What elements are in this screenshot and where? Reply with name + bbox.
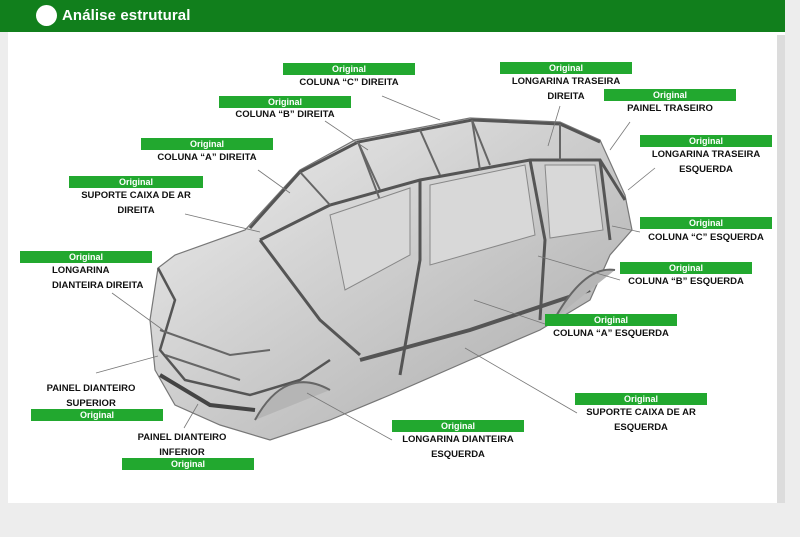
window-front-left <box>329 187 411 291</box>
leader-suporte-caixa-ar-direita <box>184 213 261 233</box>
label-coluna-b-esquerda: COLUNA “B” ESQUERDA <box>628 276 744 287</box>
pillar-b-left <box>398 180 422 376</box>
leader-longarina-dianteira-esquerda <box>306 392 393 441</box>
label-coluna-c-direita: COLUNA “C” DIREITA <box>299 77 399 88</box>
leader-coluna-a-esquerda <box>473 299 546 325</box>
leader-suporte-caixa-ar-esquerda <box>464 347 578 414</box>
leader-coluna-a-direita <box>257 169 291 194</box>
window-quarter-left <box>544 164 604 239</box>
leader-coluna-c-esquerda <box>611 225 641 233</box>
label-suporte-caixa-ar-esquerda: SUPORTE CAIXA DE AR ESQUERDA <box>586 407 696 433</box>
label-coluna-b-direita: COLUNA “B” DIREITA <box>235 109 335 120</box>
leader-longarina-traseira-direita <box>547 105 561 147</box>
roof-cross-members <box>299 119 561 206</box>
original-badge: Original <box>122 458 254 470</box>
original-badge: Original <box>20 251 152 263</box>
label-longarina-traseira-direita: LONGARINA TRASEIRA DIREITA <box>511 76 621 102</box>
label-coluna-c-esquerda: COLUNA “C” ESQUERDA <box>648 232 764 243</box>
original-badge: Original <box>69 176 203 188</box>
original-badge: Original <box>219 96 351 108</box>
original-badge: Original <box>500 62 632 74</box>
label-suporte-caixa-ar-direita: SUPORTE CAIXA DE AR DIREITA <box>81 190 191 216</box>
pillar-c-right <box>471 119 481 171</box>
side-sill <box>359 288 591 362</box>
leader-longarina-dianteira-direita <box>111 292 164 331</box>
leader-longarina-traseira-esquerda <box>627 167 656 191</box>
front-structure <box>156 267 331 397</box>
original-badge: Original <box>392 420 524 432</box>
original-badge: Original <box>640 135 772 147</box>
roof-rail-left <box>259 158 627 242</box>
rear-wheel-arch <box>554 268 616 319</box>
original-badge: Original <box>31 409 163 421</box>
label-painel-traseiro: PAINEL TRASEIRO <box>627 103 713 114</box>
pillar-c-left <box>528 159 547 321</box>
original-badge: Original <box>141 138 273 150</box>
original-badge: Original <box>575 393 707 405</box>
original-badge: Original <box>620 262 752 274</box>
leader-painel-dianteiro-inferior <box>183 403 199 429</box>
leader-painel-traseiro <box>609 121 631 151</box>
label-longarina-dianteira-esquerda: LONGARINA DIANTEIRA ESQUERDA <box>402 434 514 460</box>
label-painel-dianteiro-superior: PAINEL DIANTEIRO SUPERIOR <box>46 383 136 409</box>
page-title: Análise estrutural <box>62 7 191 24</box>
label-coluna-a-esquerda: COLUNA “A” ESQUERDA <box>553 328 669 339</box>
circle-icon <box>36 5 57 26</box>
radiator-support <box>159 329 271 381</box>
front-wheel-arch <box>254 381 331 421</box>
original-badge: Original <box>283 63 415 75</box>
label-longarina-dianteira-direita: LONGARINA DIANTEIRA DIREITA <box>52 265 144 291</box>
leader-coluna-b-esquerda <box>537 255 621 281</box>
pillar-d-left <box>598 159 612 241</box>
page-edge-shadow <box>777 35 785 503</box>
bumper-beam <box>158 373 256 412</box>
label-coluna-a-direita: COLUNA “A” DIREITA <box>157 152 257 163</box>
label-longarina-traseira-esquerda: LONGARINA TRASEIRA ESQUERDA <box>651 149 761 175</box>
leader-painel-dianteiro-superior <box>95 355 159 374</box>
original-badge: Original <box>640 217 772 229</box>
label-painel-dianteiro-inferior: PAINEL DIANTEIRO INFERIOR <box>137 432 227 458</box>
leader-coluna-c-direita <box>381 95 441 121</box>
original-badge: Original <box>604 89 736 101</box>
window-rear-left <box>429 164 536 266</box>
roof-rail-right <box>248 118 601 229</box>
pillar-a-left <box>258 239 361 357</box>
original-badge: Original <box>545 314 677 326</box>
leader-coluna-b-direita <box>324 120 369 151</box>
header-bar: Análise estrutural <box>0 0 785 32</box>
